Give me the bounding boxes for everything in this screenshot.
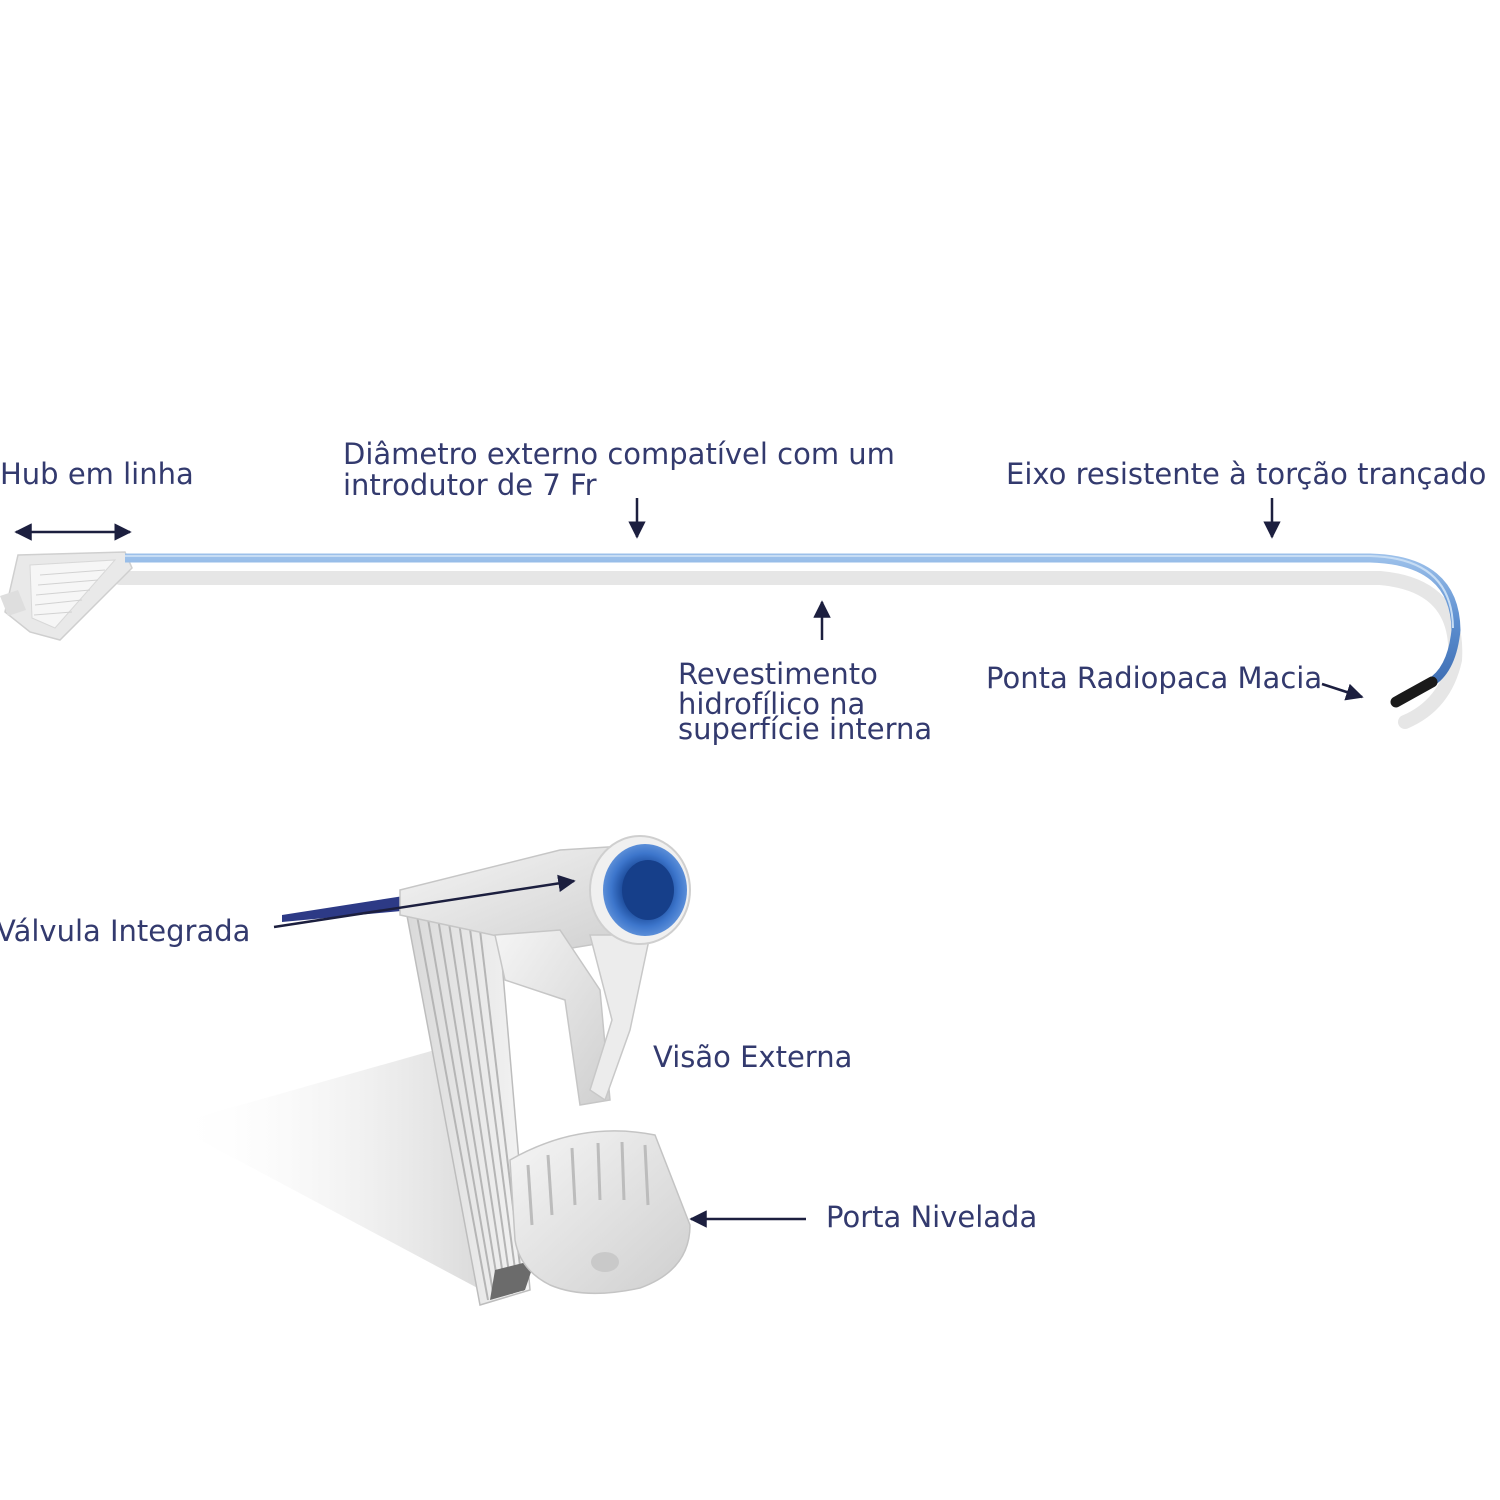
label-outer-diameter-line2: introdutor de 7 Fr (343, 468, 597, 502)
label-external-view: Visão Externa (653, 1040, 853, 1074)
valve-opening (622, 860, 674, 920)
catheter-shaft (125, 553, 1461, 687)
valve-arrow (273, 874, 576, 929)
label-outer-diameter: Diâmetro externo compatível com um intro… (343, 438, 895, 502)
hub-catheter-segment (282, 895, 412, 922)
tip-arrow (1321, 682, 1364, 701)
label-outer-diameter-line1: Diâmetro externo compatível com um (343, 437, 895, 471)
label-integrated-valve: Válvula Integrada (0, 914, 251, 948)
inline-hub (0, 551, 133, 641)
hub-closeup (170, 835, 691, 1306)
side-arm (494, 929, 611, 1106)
label-flush-port: Porta Nivelada (826, 1200, 1038, 1234)
flush-port-cap (509, 1130, 691, 1295)
catheter-shaft-highlight (125, 555, 1454, 629)
catheter (0, 551, 1463, 729)
label-coating-line1: Revestimento (678, 657, 878, 691)
radiopaque-tip (1390, 676, 1438, 708)
hub-floor-shadow (170, 1040, 500, 1300)
label-coating-line3: superfície interna (678, 712, 933, 746)
label-inline-hub: Hub em linha (0, 457, 194, 491)
label-radiopaque-tip: Ponta Radiopaca Macia (986, 661, 1323, 695)
label-coating-line2: hidrofílico na (678, 687, 866, 721)
label-hydrophilic-coating: Revestimento hidrofílico na superfície i… (678, 658, 932, 746)
label-braided-shaft: Eixo resistente à torção trançado (1006, 457, 1487, 491)
ribbed-grip (404, 879, 535, 1306)
